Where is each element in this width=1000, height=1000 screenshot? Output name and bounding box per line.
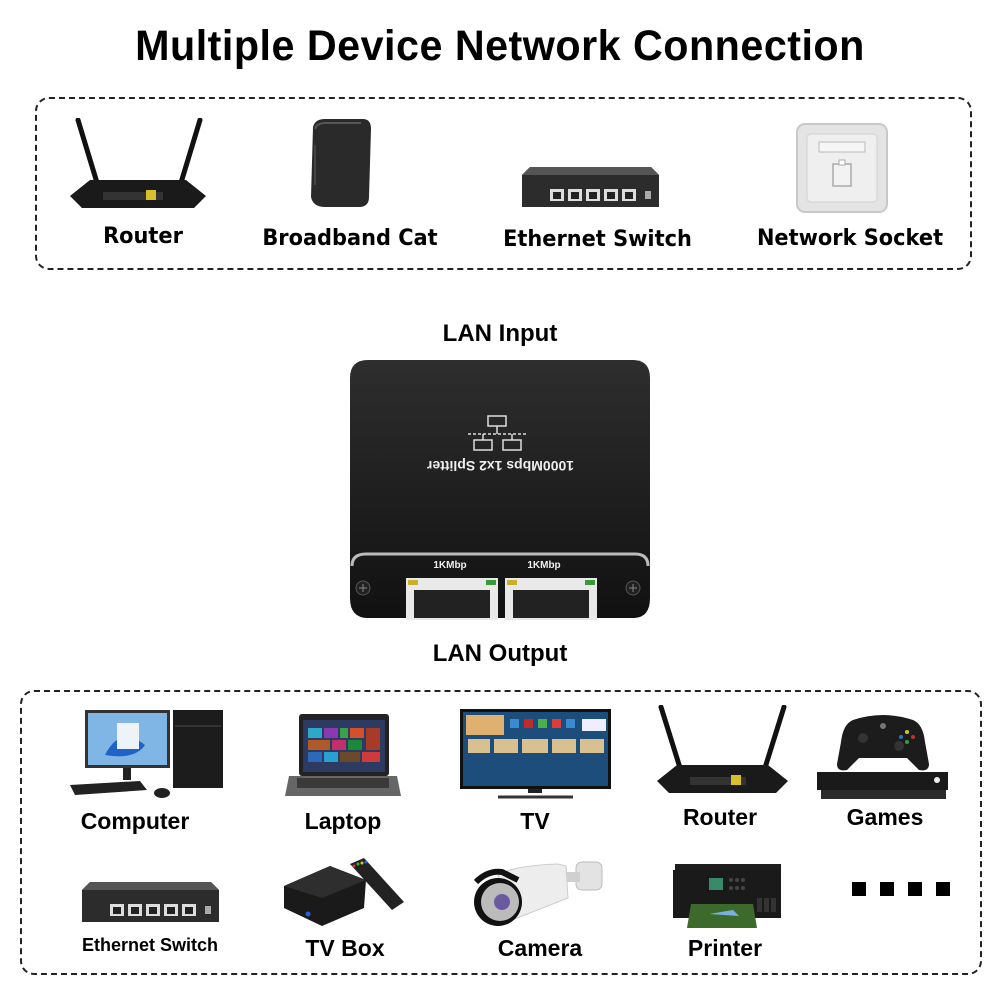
screw-icon (355, 580, 371, 596)
computer-icon (70, 710, 223, 798)
network-topology-icon (468, 415, 526, 451)
input-label-ethernet-switch: Ethernet Switch (503, 227, 692, 252)
lan-input-label: LAN Input (442, 320, 558, 347)
input-label-network-socket: Network Socket (756, 226, 944, 251)
output-label-tv: TV (520, 808, 550, 834)
tv-box-icon (284, 858, 404, 926)
more-devices-icon (852, 882, 950, 896)
ethernet-switch-icon (522, 167, 659, 207)
dot-icon (880, 882, 894, 896)
page-title: Multiple Device Network Connection (135, 22, 865, 70)
dot-icon (936, 882, 950, 896)
port-label: 1KMbp (527, 560, 561, 571)
modem-icon (311, 119, 371, 207)
dot-icon (852, 882, 866, 896)
tv-icon (460, 709, 611, 799)
output-devices-panel (20, 690, 982, 975)
output-label-ethernet-switch: Ethernet Switch (81, 935, 219, 955)
router-icon (70, 118, 206, 208)
printer-icon (673, 864, 781, 928)
game-console-icon (817, 715, 948, 799)
output-label-games: Games (846, 804, 924, 830)
output-label-router: Router (682, 804, 758, 830)
screw-icon (625, 580, 641, 596)
lan-output-label: LAN Output (432, 640, 568, 667)
output-label-tv-box: TV Box (305, 935, 385, 961)
rj45-port (406, 578, 498, 620)
network-splitter-device (350, 360, 650, 620)
camera-icon (473, 861, 603, 926)
input-sources-panel (35, 97, 972, 270)
laptop-icon (285, 714, 401, 796)
router-icon (657, 705, 788, 793)
dot-icon (908, 882, 922, 896)
rj45-port (505, 578, 597, 620)
input-label-modem: Broadband Cat (262, 226, 438, 251)
ethernet-switch-icon (82, 882, 219, 922)
output-label-laptop: Laptop (304, 808, 382, 834)
input-label-router: Router (103, 224, 183, 249)
output-label-camera: Camera (497, 935, 583, 961)
port-label: 1KMbp (433, 560, 467, 571)
output-label-printer: Printer (687, 935, 763, 961)
network-socket-icon (796, 123, 888, 213)
output-label-computer: Computer (80, 808, 190, 834)
splitter-product-text: 1000Mbps 1x2 Splitter (426, 458, 575, 474)
